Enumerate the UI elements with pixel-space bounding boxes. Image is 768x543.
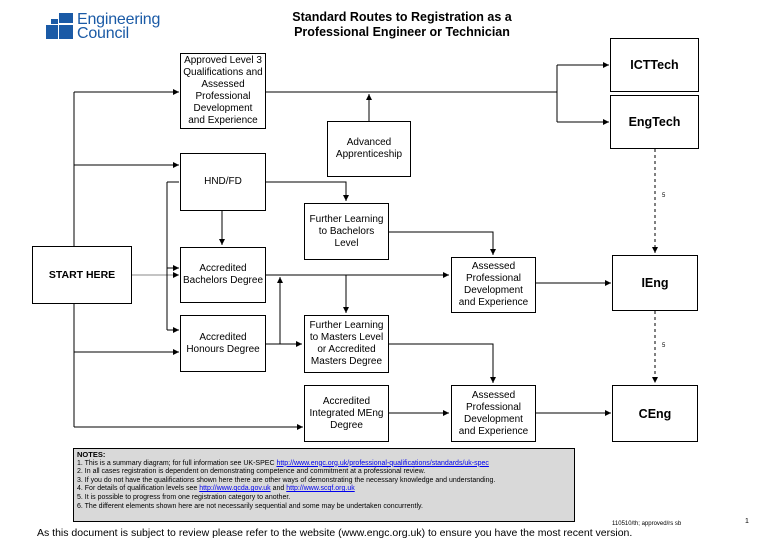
node-label-line: EngTech [628, 115, 681, 129]
node-label-line: Assessed [471, 389, 516, 401]
logo-line-1: Engineering [77, 11, 161, 28]
node-engtech: EngTech [610, 95, 699, 149]
document-reference: 110510/th; approved/rs sb [612, 521, 682, 527]
note-5: 5. It is possible to progress from one r… [77, 493, 291, 501]
node-label-line: Professional [195, 91, 251, 102]
node-icttech: ICTTech [610, 38, 699, 92]
footer-note: As this document is subject to review pl… [37, 527, 633, 539]
node-label-line: Development [464, 285, 523, 296]
note-2: 2. In all cases registration is dependen… [77, 468, 426, 476]
node-label-line: Assessed [201, 79, 245, 90]
note-6: 6. The different elements shown here are… [77, 502, 423, 510]
arrow-fl-masters-to-apde2 [389, 343, 496, 383]
node-ceng: CEng [612, 385, 698, 442]
node-label-line: HND/FD [204, 176, 242, 187]
node-label-line: ICTTech [630, 58, 679, 72]
engineering-council-logo: Engineering Council [46, 11, 161, 42]
node-label-line: Further Learning [309, 213, 384, 225]
node-label-line: Masters Degree [310, 356, 383, 367]
node-label-line: and Experience [458, 425, 529, 437]
page-title: Standard Routes to Registration as a Pro… [292, 10, 512, 39]
page-number: 1 [745, 518, 749, 525]
node-label-line: Qualifications and [183, 67, 263, 78]
node-label-line: or Accredited [317, 344, 376, 355]
node-label-line: Bachelors Degree [182, 275, 264, 286]
node-label-line: START HERE [48, 269, 116, 281]
node-label-line: Apprenticeship [335, 149, 403, 160]
node-label-line: Professional [465, 273, 522, 284]
progression-note-label: 5 [662, 193, 666, 199]
note-3: 3. If you do not have the qualifications… [77, 476, 496, 484]
notes-panel: NOTES: 1. This is a summary diagram; for… [73, 448, 575, 522]
arrow-hnd-to-fl-bachelors [266, 181, 349, 201]
node-label-line: and Experience [458, 297, 529, 308]
logo-mark-icon [46, 13, 73, 39]
arrow-fl-bachelors-to-apde1 [389, 231, 496, 255]
node-label-line: Development [464, 413, 523, 425]
node-label-line: Development [193, 103, 253, 114]
note-1: 1. This is a summary diagram; for full i… [77, 459, 489, 467]
node-label-line: Honours Degree [186, 343, 260, 355]
node-start-here: START HERE [32, 246, 132, 304]
notes-heading: NOTES: [77, 450, 106, 459]
node-label-line: Integrated MEng [309, 407, 384, 419]
scqf-link[interactable]: http://www.scqf.org.uk [286, 485, 355, 493]
node-label-line: Assessed [471, 261, 516, 272]
progression-note-label: 5 [662, 343, 666, 349]
node-label-line: to Bachelors [318, 225, 375, 237]
node-label-line: Accredited [199, 331, 247, 343]
node-label-line: Further Learning [309, 320, 384, 331]
qcda-link[interactable]: http://www.qcda.gov.uk [199, 485, 271, 493]
node-label-line: to Masters Level [309, 332, 384, 343]
node-ieng: IEng [612, 255, 698, 311]
node-label-line: Degree [330, 419, 363, 431]
node-label-line: Accredited [322, 395, 371, 407]
node-label-line: IEng [641, 276, 669, 290]
logo-line-2: Council [77, 25, 129, 42]
node-hnd-fd: HND/FD [180, 153, 266, 211]
node-label-line: Accredited [199, 263, 247, 274]
node-label-line: Level [334, 237, 359, 249]
node-label-line: CEng [638, 406, 672, 421]
node-label-line: and Experience [188, 115, 258, 126]
node-label-line: Professional [465, 401, 522, 413]
node-label-line: Advanced [346, 137, 392, 148]
node-label-line: Approved Level 3 [184, 55, 262, 66]
uk-spec-link[interactable]: http://www.engc.org.uk/professional-qual… [276, 459, 489, 467]
note-4: 4. For details of qualification levels s… [77, 485, 355, 493]
